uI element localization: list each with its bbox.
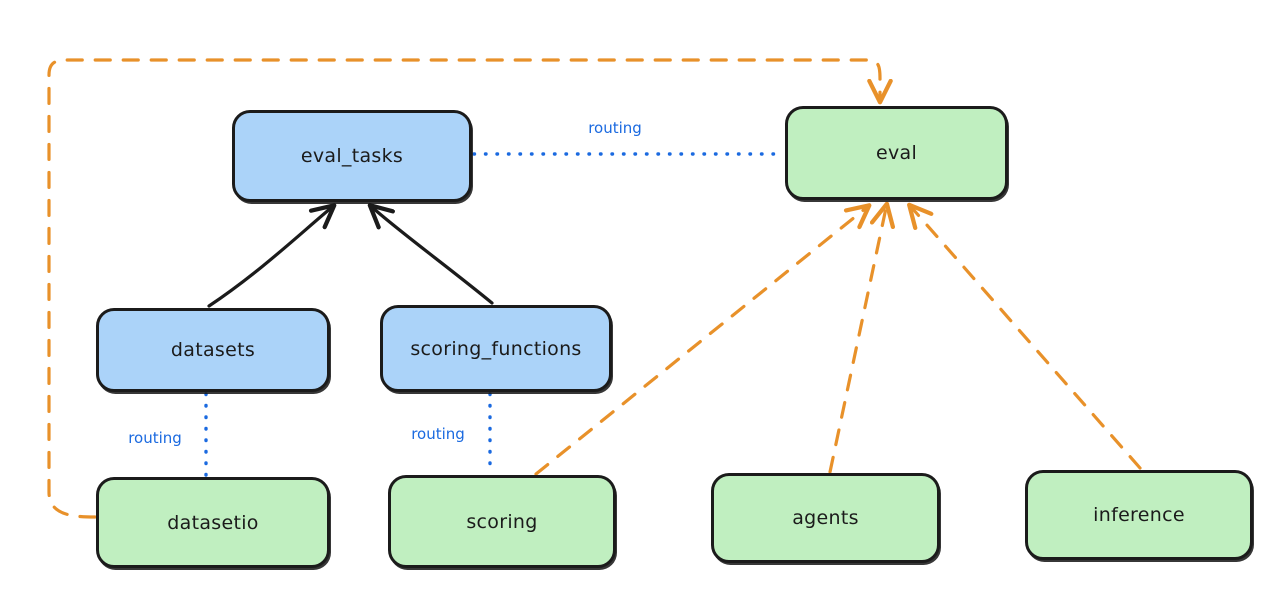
node-scoring[interactable]: scoring [388, 475, 616, 568]
edge-label-routing-eval-tasks-eval: routing [588, 119, 642, 137]
node-label-scoring: scoring [466, 510, 538, 533]
node-label-eval-tasks: eval_tasks [300, 145, 404, 167]
node-inference[interactable]: inference [1025, 470, 1253, 560]
node-label-eval: eval [875, 142, 918, 164]
node-eval[interactable]: eval [785, 106, 1008, 200]
edge-label-routing-scoring-functions-scoring: routing [411, 425, 465, 443]
edge-datasets-to-eval_tasks [207, 203, 337, 308]
node-label-datasetio: datasetio [167, 511, 259, 534]
node-label-datasets: datasets [170, 339, 256, 361]
node-datasetio[interactable]: datasetio [96, 477, 330, 568]
node-agents[interactable]: agents [711, 473, 940, 563]
node-eval-tasks[interactable]: eval_tasks [232, 110, 472, 202]
edge-inference-to-eval [907, 202, 1142, 470]
node-label-agents: agents [792, 507, 859, 529]
node-label-scoring-functions: scoring_functions [410, 337, 582, 360]
edge-agents-to-eval [828, 201, 896, 474]
node-label-inference: inference [1093, 504, 1185, 526]
node-scoring-functions[interactable]: scoring_functions [380, 305, 612, 392]
edge-label-routing-datasets-datasetio: routing [128, 429, 182, 447]
edge-scoring_functions-to-eval_tasks [367, 203, 494, 305]
node-datasets[interactable]: datasets [96, 308, 330, 392]
